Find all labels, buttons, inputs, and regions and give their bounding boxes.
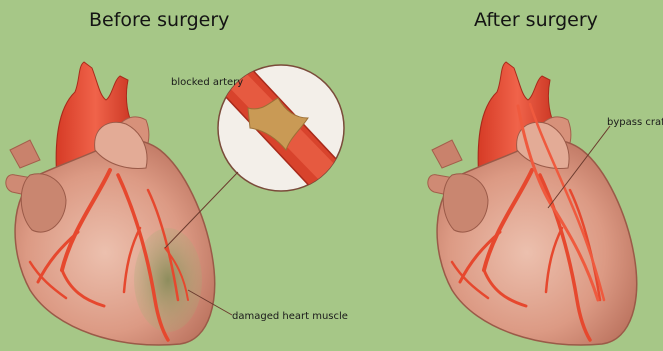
title-after-surgery: After surgery: [474, 9, 598, 31]
pulmonary-vein-after: [432, 140, 462, 168]
heart-body-after: [437, 140, 637, 345]
label-bypass-graft: bypass craft: [607, 117, 663, 128]
heart-after: [428, 62, 637, 345]
label-damaged-heart-muscle: damaged heart muscle: [232, 311, 348, 322]
label-blocked-artery: blocked artery: [171, 77, 243, 88]
title-before-surgery: Before surgery: [89, 9, 229, 31]
pulmonary-vein-before: [10, 140, 40, 168]
heart-before: [6, 62, 215, 345]
